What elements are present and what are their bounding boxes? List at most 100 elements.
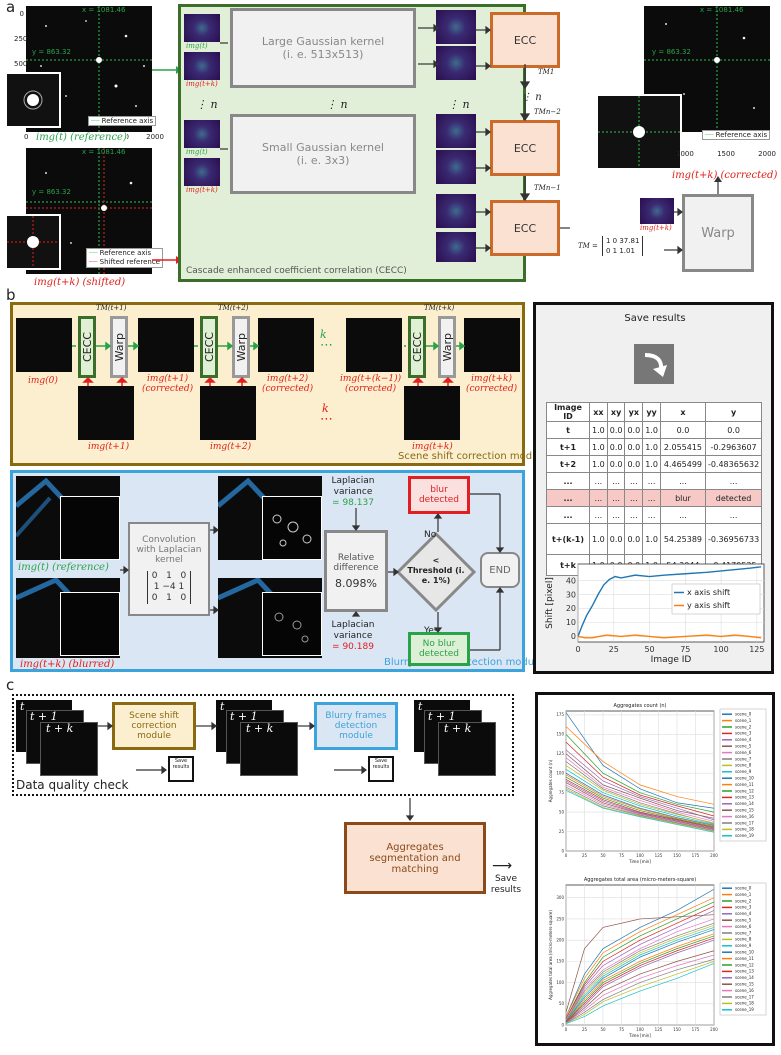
lap-val-bottom: = 90.189 [332,642,374,652]
y-tick-label: 300 [556,895,564,900]
td: t+(k-1) [546,523,590,555]
legend-label: scene_6 [735,750,752,755]
td: ... [546,472,590,490]
legend-label: scene_12 [735,788,754,793]
y-readout-corr: y = 863.32 [652,48,691,56]
legend-ref-corr-text: Reference axis [715,131,768,139]
thumb-tk-top [184,52,220,80]
td: 0.0 [624,438,644,456]
y-tick-label: 10 [566,618,576,627]
zoom-star-shift [7,216,59,268]
blur-thumb-4 [436,150,476,184]
imgkc-label: img(t+k)(corrected) [466,374,517,394]
series-line-scene_16 [565,954,715,1024]
ytick: 0 [19,10,24,18]
lap-tk-inset [262,592,322,656]
img2c-corrected: (corrected) [262,384,314,394]
blur-thumb-2 [436,46,476,80]
tmn1-label: TMn−1 [534,184,561,192]
legend-label: scene_8 [735,937,752,942]
x-tick-label: 50 [644,645,654,654]
k-label-top: k [320,328,327,341]
threshold-lt: < [432,556,440,565]
legend-label: scene_10 [735,950,754,955]
panel-label-b: b [6,286,16,304]
x-tick-label: 0 [575,645,580,654]
m02: 0 [180,570,187,581]
legend-shift-a: ┈┈ Reference axis ┈┈ Shifted reference [86,248,163,268]
stack-3-t1: t + 1 [428,710,456,723]
img2c-tile [258,318,314,372]
stack-1-t1: t + 1 [30,710,58,723]
legend-box [719,882,767,1016]
tm-row1: 1 0 37.81 [606,237,640,245]
y-tick-label: 75 [559,790,565,795]
td: 0.0 [624,523,644,555]
series-line-scene_17 [565,958,715,1024]
thumb-ref-top [184,14,220,42]
td: ... [589,472,608,490]
imgk1c-label: img(t+(k−1))(corrected) [340,374,401,394]
td: 0.0 [606,421,626,439]
legend-label: scene_17 [735,820,754,825]
y-tick-label: 0 [561,1022,564,1027]
legend-label: scene_12 [735,962,754,967]
yes-label: Yes [424,626,439,636]
td: ... [642,506,661,524]
td: ... [624,489,644,507]
m21: 1 [166,592,172,603]
legend-label: scene_5 [735,918,752,923]
legend-ref-a-text: Reference axis [101,117,154,125]
rel-diff-value: 8.098% [335,576,377,590]
save-results-c: Save results [490,874,522,895]
m00: 0 [151,570,158,581]
td: 0.0 [606,455,626,473]
blur-tk-label: img(t+k) (blurred) [20,659,115,670]
tm-bk: TM(t+k) [424,304,455,312]
td: 2.055415 [659,438,706,456]
n-right-text: n [462,98,470,111]
blur-tk-inset [60,592,120,656]
thumb-ref-bottom-label: img(t) [186,148,208,156]
stack-2-tk: t + k [246,722,274,735]
imgkc-corrected: (corrected) [466,384,518,394]
threshold-diamond [396,532,476,612]
series-line-scene_10 [565,929,715,1022]
x-tick-label: 25 [582,853,588,858]
y-axis-label: Shift [pixel] [545,577,555,629]
td: -0.2963607 [704,438,763,456]
series-line-scene_9 [565,927,715,1022]
legend-label: scene_2 [735,898,752,903]
y-tick-label: 150 [556,732,564,737]
img-shifted-label: img(t+k) (shifted) [34,277,126,288]
thumb-tk-bottom-label: img(t+k) [186,186,218,194]
series-line-scene_8 [565,924,715,1022]
warp-up-arrow [714,176,722,194]
td: 1.0 [589,523,608,555]
legend-label: scene_11 [735,956,754,961]
series-line-scene_4 [565,749,715,821]
legend-label: scene_3 [735,731,752,736]
m20: 0 [151,592,158,603]
series-line-scene_5 [565,753,715,819]
legend-label: scene_4 [735,737,752,742]
legend-label: scene_16 [735,988,754,993]
xtick: 0 [24,133,29,141]
legend-box [671,583,761,615]
td: -0.48365632 [704,455,763,473]
td: ... [704,506,763,524]
blur-thumb-5 [436,194,476,228]
x-tick-label: 100 [636,853,644,858]
legend-ref-a: ┈┈ Reference axis [88,116,157,126]
legend-label: scene_1 [735,892,752,897]
large-kernel-box: Large Gaussian kernel (i. e. 513x513) [230,8,416,88]
tm-matrix: 1 0 37.81 0 1 1.01 [602,236,644,256]
legend-label: scene_10 [735,776,754,781]
x-tick-label: 75 [680,645,690,654]
n-mid: ⋮ n [326,98,348,111]
tm-row2: 0 1 1.01 [606,247,635,255]
